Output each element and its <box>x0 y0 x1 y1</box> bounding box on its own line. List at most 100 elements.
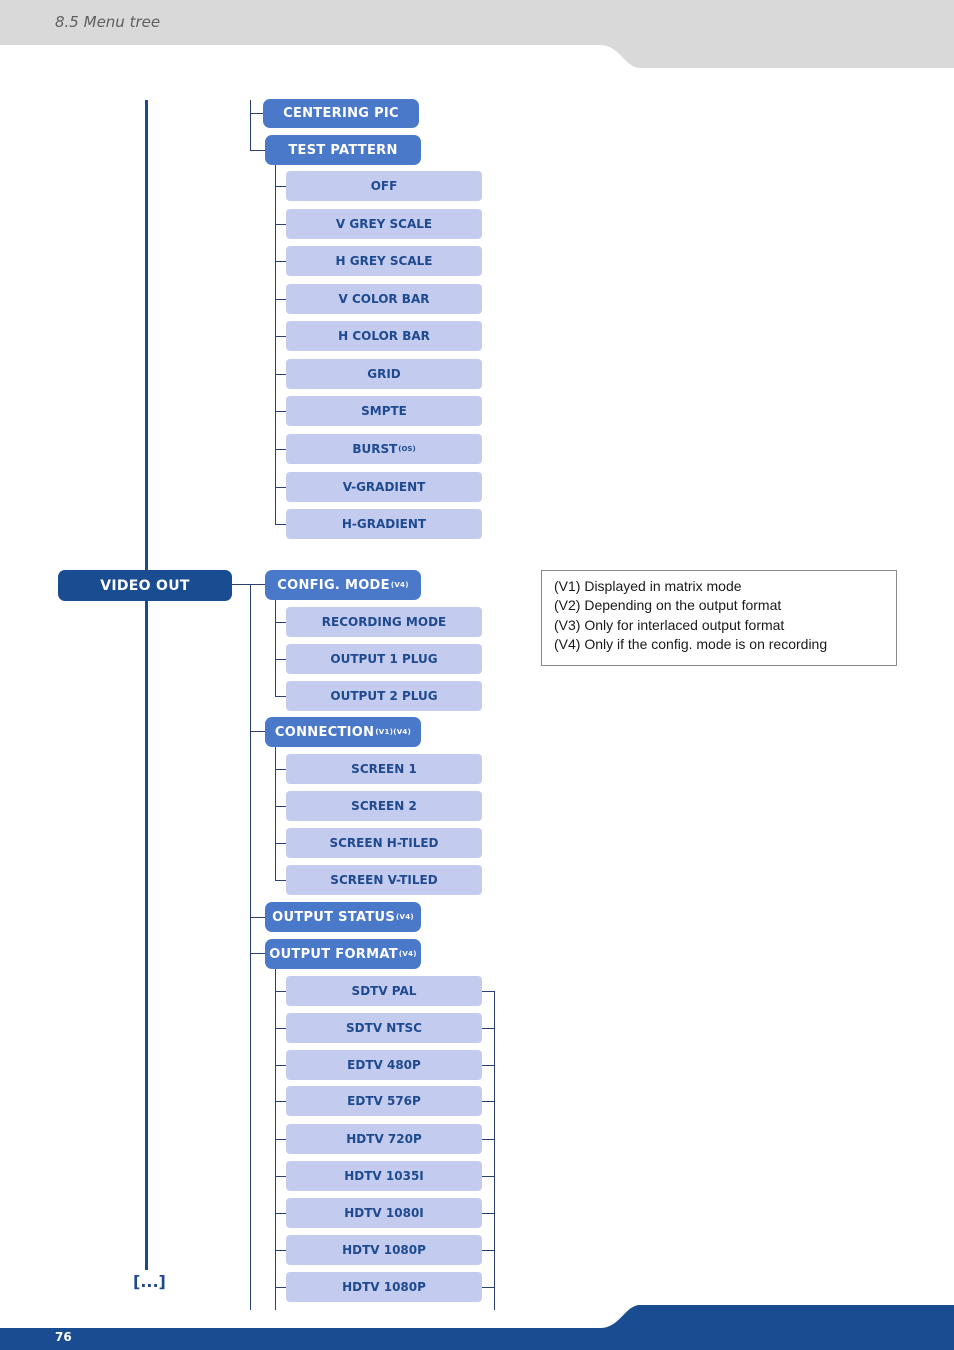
connector-connection <box>250 731 265 732</box>
menu-item-label: SMPTE <box>361 404 407 418</box>
menu-item-h-grey-scale[interactable]: H GREY SCALE <box>286 246 482 276</box>
superscript-note: (V4) <box>390 581 409 589</box>
superscript-note: (V4) <box>396 913 414 921</box>
item-right-connector <box>482 1176 495 1177</box>
menu-item-label: HDTV 720P <box>346 1132 422 1146</box>
connector-output-format <box>250 953 265 954</box>
item-right-connector <box>482 1213 495 1214</box>
menu-root-video-out[interactable]: VIDEO OUT <box>58 570 232 601</box>
item-connector <box>275 880 286 881</box>
page-footer-band <box>0 1305 954 1350</box>
menu-centering-pic-label: CENTERING PIC <box>283 106 399 121</box>
menu-item-v-color-bar[interactable]: V COLOR BAR <box>286 284 482 314</box>
menu-item-screen-1[interactable]: SCREEN 1 <box>286 754 482 784</box>
legend-line: (V2) Depending on the output format <box>554 597 782 614</box>
item-connector <box>275 1250 286 1251</box>
item-connector <box>275 186 286 187</box>
legend-line: (V3) Only for interlaced output format <box>554 616 785 633</box>
menu-item-label: OFF <box>370 179 398 193</box>
item-right-connector <box>482 1028 495 1029</box>
menu-config-mode-label: CONFIG. MODE <box>277 577 390 593</box>
connector-centering-pic <box>250 113 264 114</box>
legend-line: (V1) Displayed in matrix mode <box>554 578 742 594</box>
menu-item-hdtv-1080p[interactable]: HDTV 1080P <box>286 1235 482 1265</box>
menu-item-label: SDTV PAL <box>351 984 417 998</box>
menu-item-label: H COLOR BAR <box>338 329 430 343</box>
menu-item-burst[interactable]: BURST(OS) <box>286 434 482 464</box>
menu-output-status[interactable]: OUTPUT STATUS(V4) <box>265 902 421 932</box>
menu-item-label: SDTV NTSC <box>346 1021 422 1035</box>
item-connector <box>275 991 286 992</box>
menu-item-v-gradient[interactable]: V-GRADIENT <box>286 472 482 502</box>
item-right-connector <box>482 991 495 992</box>
menu-item-sdtv-pal[interactable]: SDTV PAL <box>286 976 482 1006</box>
item-connector <box>275 1176 286 1177</box>
menu-item-edtv-480p[interactable]: EDTV 480P <box>286 1050 482 1080</box>
superscript-note: (OS) <box>398 445 416 453</box>
menu-item-sdtv-ntsc[interactable]: SDTV NTSC <box>286 1013 482 1043</box>
continuation-marker: [...] <box>133 1272 166 1291</box>
item-connector <box>275 374 286 375</box>
menu-item-label: HDTV 1080P <box>342 1243 426 1257</box>
menu-item-label: HDTV 1080P <box>342 1280 426 1294</box>
menu-item-edtv-576p[interactable]: EDTV 576P <box>286 1086 482 1116</box>
menu-test-pattern[interactable]: TEST PATTERN <box>265 135 421 165</box>
menu-item-label: RECORDING MODE <box>321 615 447 629</box>
item-connector <box>275 843 286 844</box>
menu-item-label: H-GRADIENT <box>341 517 427 531</box>
menu-item-label: GRID <box>367 367 401 381</box>
menu-item-smpte[interactable]: SMPTE <box>286 396 482 426</box>
root-connector <box>232 584 265 585</box>
menu-centering-pic[interactable]: CENTERING PIC <box>263 99 419 128</box>
menu-item-label: H GREY SCALE <box>335 254 433 268</box>
menu-item-screen-v-tiled[interactable]: SCREEN V-TILED <box>286 865 482 895</box>
menu-item-label: HDTV 1080I <box>344 1206 424 1220</box>
test-pattern-spine <box>275 165 276 525</box>
menu-item-output-2-plug[interactable]: OUTPUT 2 PLUG <box>286 681 482 711</box>
menu-item-label: OUTPUT 1 PLUG <box>330 652 438 666</box>
menu-item-v-grey-scale[interactable]: V GREY SCALE <box>286 209 482 239</box>
menu-output-format-label: OUTPUT FORMAT <box>269 946 398 962</box>
menu-item-screen-h-tiled[interactable]: SCREEN H-TILED <box>286 828 482 858</box>
menu-output-status-label: OUTPUT STATUS <box>272 909 396 925</box>
item-right-connector <box>482 1287 495 1288</box>
menu-item-recording-mode[interactable]: RECORDING MODE <box>286 607 482 637</box>
item-connector <box>275 224 286 225</box>
menu-item-test-pattern-off[interactable]: OFF <box>286 171 482 201</box>
menu-item-label: SCREEN H-TILED <box>329 836 439 850</box>
legend-line: (V4) Only if the config. mode is on reco… <box>554 635 828 652</box>
level2-spine-bottom <box>250 584 251 1310</box>
menu-item-label: BURST <box>352 442 398 456</box>
menu-item-hdtv-1080i[interactable]: HDTV 1080I <box>286 1198 482 1228</box>
item-connector <box>275 1028 286 1029</box>
item-connector <box>275 524 286 525</box>
menu-item-label: SCREEN 2 <box>351 799 417 813</box>
menu-item-hdtv-1080p-2[interactable]: HDTV 1080P <box>286 1272 482 1302</box>
menu-item-hdtv-720p[interactable]: HDTV 720P <box>286 1124 482 1154</box>
page-header-band <box>0 0 954 68</box>
page-number: 76 <box>55 1330 72 1344</box>
menu-item-h-gradient[interactable]: H-GRADIENT <box>286 509 482 539</box>
menu-item-label: SCREEN 1 <box>351 762 417 776</box>
menu-item-label: SCREEN V-TILED <box>330 873 438 887</box>
superscript-note: (V4) <box>398 950 417 958</box>
menu-item-label: V-GRADIENT <box>342 480 426 494</box>
menu-item-grid[interactable]: GRID <box>286 359 482 389</box>
menu-item-hdtv-1035i[interactable]: HDTV 1035I <box>286 1161 482 1191</box>
menu-item-label: EDTV 576P <box>347 1094 421 1108</box>
menu-output-format[interactable]: OUTPUT FORMAT(V4) <box>265 939 421 969</box>
item-connector <box>275 622 286 623</box>
item-connector <box>275 411 286 412</box>
item-connector <box>275 299 286 300</box>
menu-item-output-1-plug[interactable]: OUTPUT 1 PLUG <box>286 644 482 674</box>
item-right-connector <box>482 1250 495 1251</box>
menu-config-mode[interactable]: CONFIG. MODE(V4) <box>265 570 421 600</box>
menu-item-h-color-bar[interactable]: H COLOR BAR <box>286 321 482 351</box>
item-right-connector <box>482 1139 495 1140</box>
item-connector <box>275 769 286 770</box>
config-mode-spine <box>275 600 276 697</box>
menu-connection[interactable]: CONNECTION(V1)(V4) <box>265 717 421 747</box>
item-connector <box>275 449 286 450</box>
menu-item-screen-2[interactable]: SCREEN 2 <box>286 791 482 821</box>
item-connector <box>275 1213 286 1214</box>
